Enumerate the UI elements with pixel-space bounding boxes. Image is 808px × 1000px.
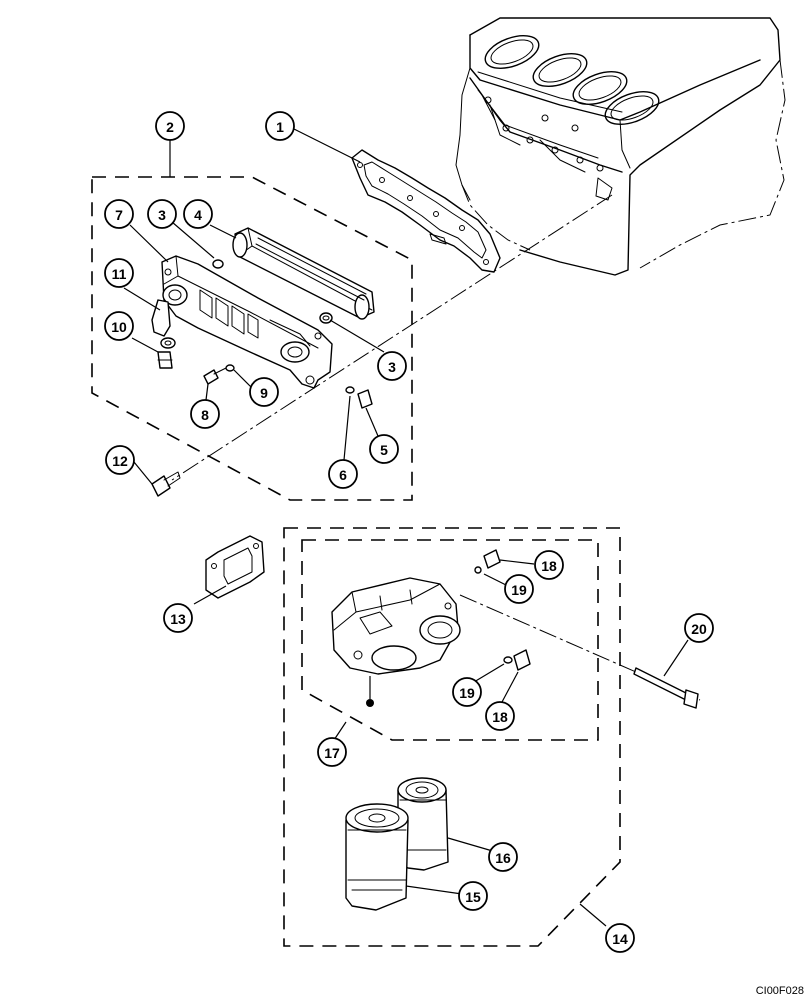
svg-text:14: 14 (612, 931, 628, 947)
callout-9: 9 (249, 377, 279, 407)
callout-12: 12 (105, 445, 135, 475)
svg-text:7: 7 (115, 207, 123, 223)
cooler-element-drawing (232, 227, 375, 320)
svg-text:1: 1 (276, 119, 284, 135)
svg-text:3: 3 (158, 207, 166, 223)
callout-20: 20 (684, 613, 714, 643)
svg-text:3: 3 (388, 359, 396, 375)
svg-text:4: 4 (194, 207, 202, 223)
callout-17: 17 (317, 737, 347, 767)
callout-6: 6 (328, 459, 358, 489)
callout-8: 8 (190, 399, 220, 429)
svg-text:20: 20 (691, 621, 707, 637)
engine-block-drawing (455, 17, 786, 276)
svg-text:6: 6 (339, 467, 347, 483)
cooler-housing-drawing (151, 255, 333, 389)
callout-13: 13 (163, 603, 193, 633)
callout-19-upper: 19 (504, 574, 534, 604)
callout-11: 11 (104, 258, 134, 288)
svg-text:17: 17 (324, 745, 340, 761)
callout-3-lower: 3 (377, 351, 407, 381)
svg-text:19: 19 (459, 685, 475, 701)
long-bolt-drawing (633, 667, 699, 709)
filter-head-group-boundary (301, 539, 599, 741)
svg-text:8: 8 (201, 407, 209, 423)
callout-10: 10 (104, 311, 134, 341)
svg-text:11: 11 (112, 266, 127, 282)
oil-filter-group-boundary (283, 527, 621, 947)
callout-19-lower: 19 (452, 677, 482, 707)
oil-cooler-gasket-drawing (351, 149, 501, 273)
callout-18-lower: 18 (485, 701, 515, 731)
callout-7: 7 (104, 199, 134, 229)
callout-18-upper: 18 (534, 550, 564, 580)
callout-2: 2 (155, 111, 185, 141)
svg-text:13: 13 (170, 611, 186, 627)
filter-base-gasket-drawing (205, 535, 265, 599)
callout-1: 1 (265, 111, 295, 141)
oil-cooler-group-boundary (91, 176, 413, 501)
leader-lines (123, 127, 689, 927)
callout-4: 4 (183, 199, 213, 229)
oil-filters-drawing (345, 777, 449, 911)
svg-text:18: 18 (541, 558, 557, 574)
svg-text:19: 19 (511, 582, 527, 598)
svg-text:12: 12 (112, 453, 128, 469)
svg-text:18: 18 (492, 709, 508, 725)
filter-head-drawing (331, 549, 531, 707)
svg-text:10: 10 (111, 319, 127, 335)
svg-text:9: 9 (260, 385, 268, 401)
cooler-small-parts-drawing (151, 259, 373, 497)
svg-text:5: 5 (380, 442, 388, 458)
callout-5: 5 (369, 434, 399, 464)
callout-15: 15 (458, 881, 488, 911)
figure-code: CI00F028 (756, 985, 804, 997)
svg-text:15: 15 (465, 889, 481, 905)
svg-text:16: 16 (495, 850, 511, 866)
callout-16: 16 (488, 842, 518, 872)
callout-14: 14 (605, 923, 635, 953)
svg-text:2: 2 (166, 119, 174, 135)
callout-3-upper: 3 (147, 199, 177, 229)
